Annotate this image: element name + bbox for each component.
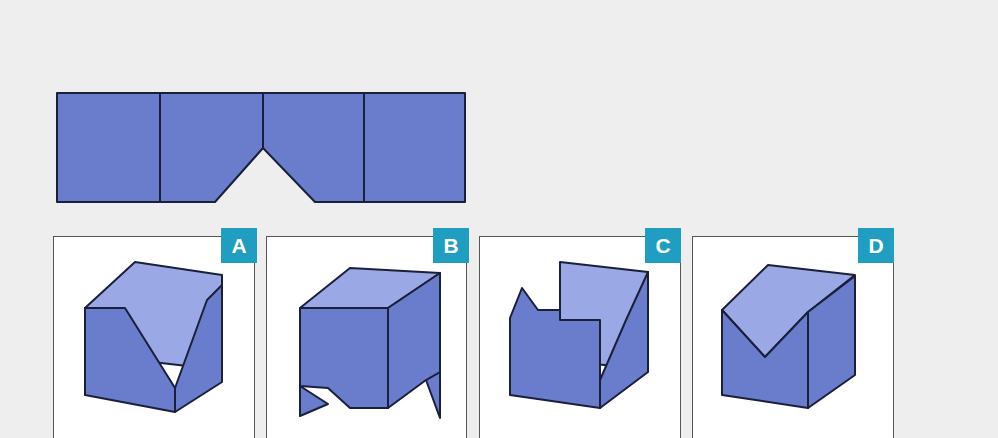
net-panel <box>57 93 160 202</box>
option-badge: D <box>858 228 894 263</box>
option-frame <box>54 237 255 438</box>
cube-a <box>85 262 222 412</box>
option-frame <box>267 237 467 438</box>
cube-b <box>300 268 440 418</box>
cube-d <box>722 265 855 408</box>
option-frame <box>480 237 681 438</box>
option-badge: C <box>645 228 681 263</box>
option-badge: B <box>433 228 469 263</box>
net-panel <box>364 93 465 202</box>
option-letter: C <box>655 235 670 256</box>
net-panel <box>263 93 364 202</box>
option-badge: A <box>221 228 257 263</box>
option-frame <box>693 237 894 438</box>
option-letter: B <box>443 235 458 256</box>
option-letter: D <box>868 235 883 256</box>
net-panel <box>160 93 263 202</box>
option-letter: A <box>231 235 246 256</box>
cube-c <box>510 262 648 408</box>
